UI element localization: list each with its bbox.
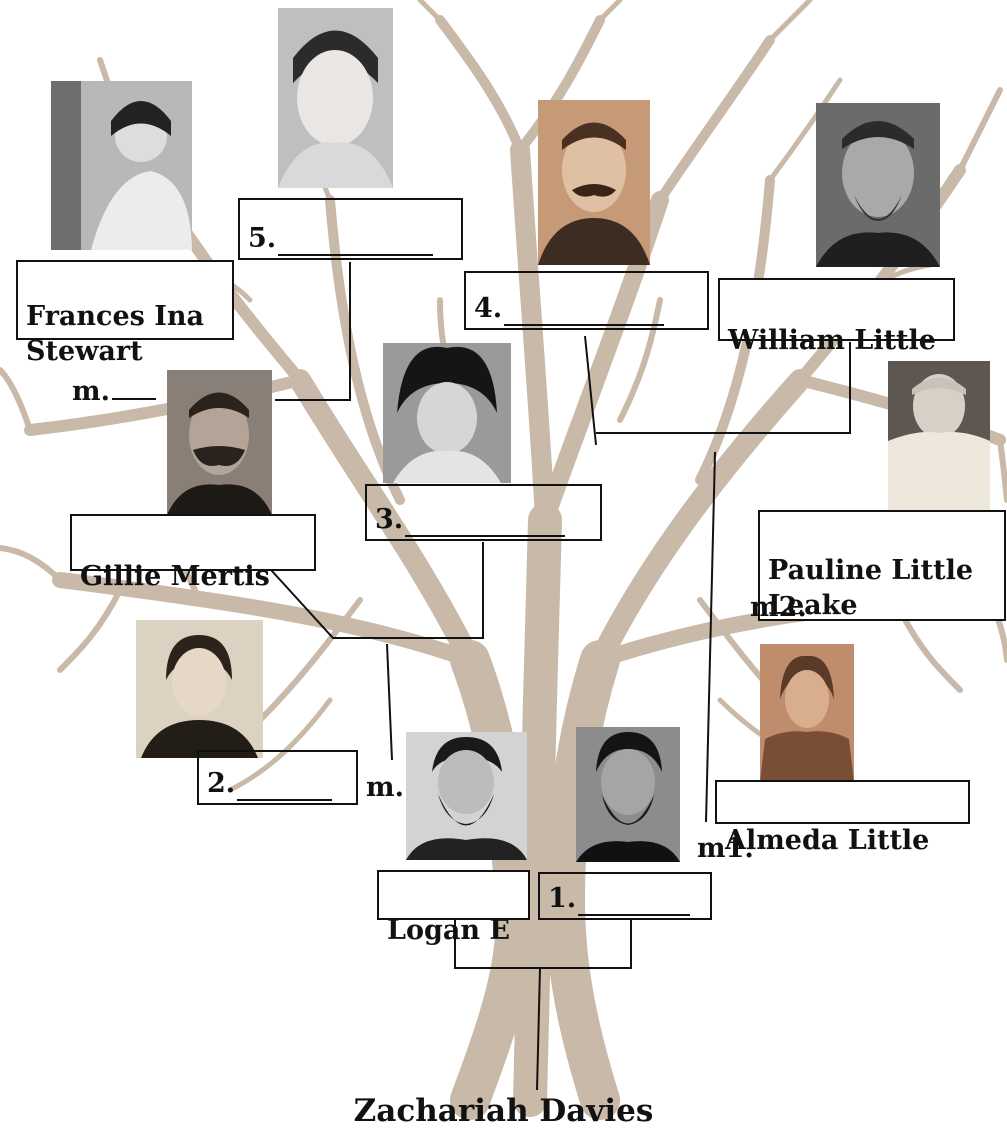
blank-number-4: 4. (474, 292, 503, 324)
person-name-logan: Logan E (387, 915, 510, 947)
blank-box-2[interactable]: 2. (197, 750, 358, 805)
blank-number-5: 5. (248, 222, 277, 254)
person-name-william: William Little (728, 325, 936, 357)
connector-logan-stem (386, 643, 393, 761)
portrait-photo-pauline (888, 361, 990, 510)
connector-root-stem (536, 967, 541, 1091)
blank-box-1[interactable]: 1. (538, 872, 712, 920)
marriage-mark-text: m. (72, 376, 110, 407)
marriage-mark-text: m2. (750, 592, 807, 623)
connector-root (454, 920, 632, 969)
portrait-photo-almeda (760, 644, 854, 782)
blank-line-3 (405, 509, 566, 537)
name-box-logan: Logan E (377, 870, 530, 946)
portrait-photo-logan (406, 732, 527, 860)
marriage-mark-m1: m1. (697, 833, 754, 864)
connector-almeda-stem (705, 451, 716, 823)
name-box-william: William Little (718, 278, 955, 356)
portrait-photo-p2 (136, 620, 263, 758)
blank-box-3[interactable]: 3. (365, 484, 602, 541)
person-name-pauline: Pauline Little Leake (768, 555, 974, 622)
marriage-mark-logan: m. (366, 772, 404, 803)
name-box-pauline: Pauline Little Leake (758, 510, 1006, 621)
connector-william-p4 (584, 335, 851, 446)
blank-number-1: 1. (548, 882, 577, 914)
blank-number-3: 3. (375, 503, 404, 535)
marriage-mark-text: m. (366, 772, 404, 803)
marriage-mark-text: m1. (697, 833, 754, 864)
portrait-photo-frances (51, 81, 192, 250)
name-box-frances: Frances Ina Stewart (16, 260, 234, 367)
portrait-photo-william (816, 103, 940, 267)
root-person-name: Zachariah Davies (353, 1093, 654, 1129)
marriage-mark-m2: m2. (750, 592, 807, 623)
portrait-photo-p4 (538, 100, 650, 265)
connector-p5 (275, 262, 351, 401)
blank-line-4 (504, 298, 665, 326)
person-name-gillie: Gillie Mertis (80, 561, 270, 593)
blank-line-5 (278, 228, 434, 256)
name-box-almeda: Almeda Little (715, 780, 970, 856)
portrait-photo-p3 (383, 343, 511, 483)
blank-box-4[interactable]: 4. (464, 271, 709, 330)
blank-line-2 (237, 773, 333, 801)
blank-line-1 (578, 888, 691, 916)
portrait-photo-gillie (167, 370, 272, 515)
blank-number-2: 2. (207, 767, 236, 799)
marriage-blank-line (111, 380, 156, 400)
portrait-photo-p1 (576, 727, 680, 862)
portrait-photo-p5 (278, 8, 393, 188)
connector-logan-parents (261, 542, 484, 639)
blank-box-5[interactable]: 5. (238, 198, 463, 260)
person-name-frances: Frances Ina Stewart (26, 301, 205, 368)
marriage-mark-frances: m. (72, 376, 156, 407)
name-box-gillie: Gillie Mertis (70, 514, 316, 592)
person-name-almeda: Almeda Little (725, 825, 930, 857)
